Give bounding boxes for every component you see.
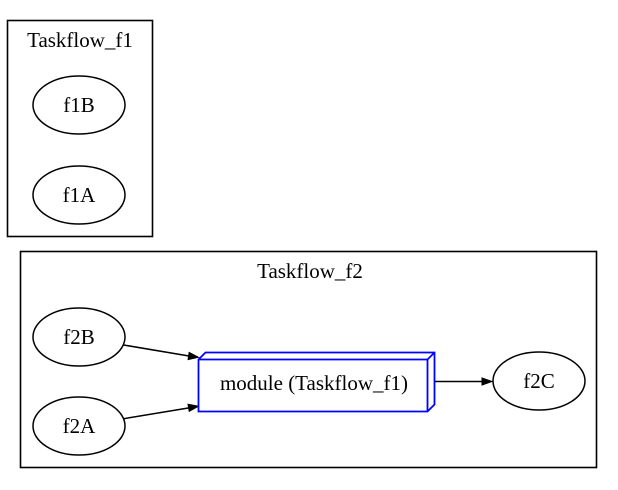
node-module-label: module (Taskflow_f1): [220, 371, 408, 395]
node-module: module (Taskflow_f1): [197, 351, 436, 413]
edge-f2b-to-module: [123, 344, 200, 361]
edge-module-to-f2c: [435, 377, 494, 386]
cluster-taskflow-f1-border: [6, 19, 154, 238]
cluster-taskflow-f1: Taskflow_f1 f1B f1A: [6, 19, 154, 238]
node-f2c: f2C: [492, 351, 586, 411]
edge-f2b-to-module-arrowhead: [187, 351, 200, 361]
node-f2c-label: f2C: [523, 369, 555, 393]
edge-f2a-to-module-arrowhead: [187, 403, 200, 413]
node-module-box3d-corner-edge: [426, 351, 436, 361]
node-f1a: f1A: [32, 165, 126, 225]
node-f2b-label: f2B: [63, 325, 95, 349]
edge-f2b-to-module-line: [123, 344, 190, 357]
node-f1b-label: f1B: [63, 93, 95, 117]
node-module-box3d-outline: [197, 351, 436, 413]
cluster-taskflow-f2-border: [19, 250, 598, 469]
node-f2b: f2B: [32, 307, 126, 367]
edge-f2a-to-module-line: [123, 407, 190, 420]
node-f1b-ellipse: [32, 75, 126, 135]
node-f1b: f1B: [32, 75, 126, 135]
node-f2a: f2A: [32, 396, 126, 456]
node-f2a-label: f2A: [63, 414, 96, 438]
node-f1a-label: f1A: [63, 183, 96, 207]
node-f2c-ellipse: [492, 351, 586, 411]
edge-module-to-f2c-arrowhead: [481, 377, 494, 386]
node-f1a-ellipse: [32, 165, 126, 225]
cluster-taskflow-f2: Taskflow_f2 f2B f2A: [19, 250, 598, 469]
node-f2a-ellipse: [32, 396, 126, 456]
node-f2b-ellipse: [32, 307, 126, 367]
edge-f2a-to-module: [123, 403, 200, 420]
cluster-taskflow-f1-title: Taskflow_f1: [27, 28, 133, 52]
cluster-taskflow-f2-title: Taskflow_f2: [257, 259, 363, 283]
